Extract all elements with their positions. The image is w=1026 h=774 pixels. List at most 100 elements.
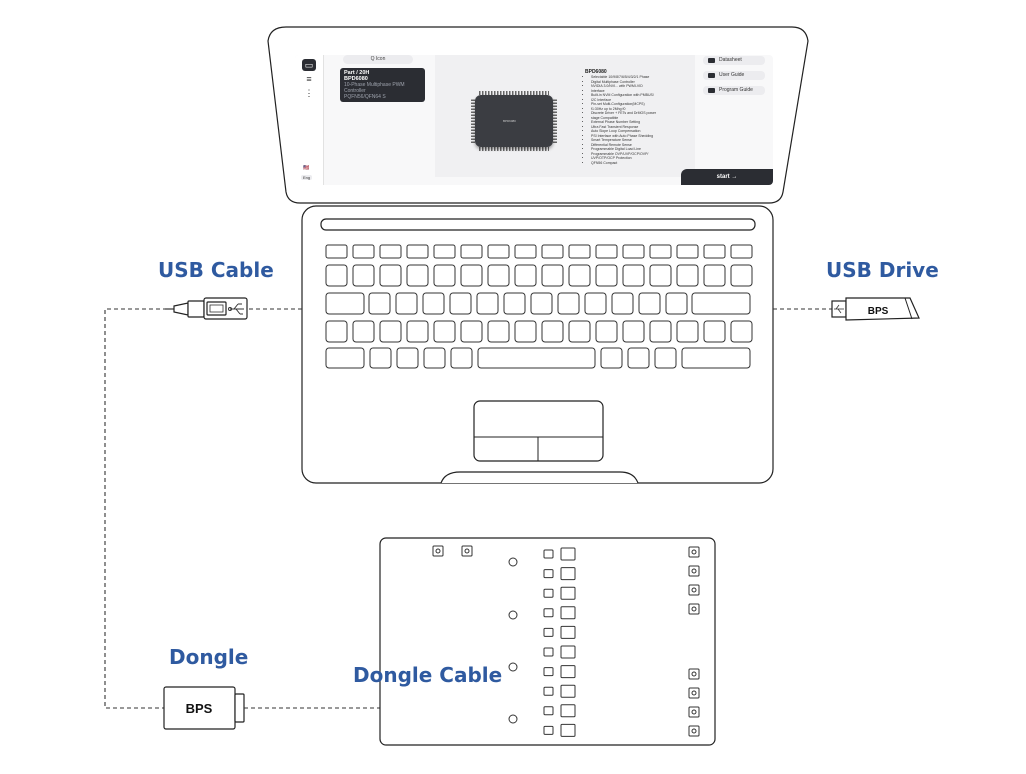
key	[514, 320, 537, 343]
usb-drive-label: USB Drive	[826, 258, 939, 282]
key	[568, 264, 591, 287]
usb-trident-icon	[228, 303, 244, 315]
key	[433, 264, 456, 287]
key	[595, 320, 618, 343]
usb-cable-label: USB Cable	[158, 258, 274, 282]
tree-icon[interactable]: ⋮	[304, 88, 314, 98]
key	[676, 244, 699, 259]
part-pkg: PQFN56/QFN64 S	[344, 94, 386, 100]
pad-small	[543, 647, 554, 657]
monitor-icon[interactable]: ▭	[302, 59, 316, 71]
spec-item: Programmable Digital Load Line	[591, 147, 685, 152]
mount-hole	[508, 714, 518, 724]
pad-large	[560, 645, 576, 659]
speaker-bar	[320, 218, 756, 231]
pad-small	[543, 725, 554, 735]
spec-item: I2C Interface	[591, 98, 685, 103]
spec-item: Differential Remote Sense	[591, 143, 685, 148]
pad-small	[543, 569, 554, 579]
key	[368, 292, 391, 315]
flag-icon[interactable]: 🇺🇸	[303, 165, 310, 171]
key	[325, 264, 348, 287]
part-desc2: Controller	[344, 88, 366, 94]
chip-preview-panel: BPD6080	[435, 55, 695, 177]
key	[584, 292, 607, 315]
chip-pins-top	[479, 91, 549, 95]
spec-item: Selectable 10/9/8/7/6/5/4/3/2/1 Phase	[591, 75, 685, 80]
pad-large	[560, 567, 576, 581]
key	[622, 244, 645, 259]
key	[622, 320, 645, 343]
key	[450, 347, 473, 369]
usb-connector-icon	[165, 297, 248, 320]
user-guide-button[interactable]: User Guide	[703, 71, 765, 80]
key	[611, 292, 634, 315]
database-icon[interactable]: ≡	[306, 74, 312, 84]
datasheet-button[interactable]: Datasheet	[703, 56, 765, 65]
part-card[interactable]: Part / 20H BPD6080 10-Phase Multiphase P…	[340, 68, 425, 102]
chip-image: BPD6080	[475, 95, 553, 147]
key	[676, 264, 699, 287]
key	[406, 264, 429, 287]
program-guide-button[interactable]: Program Guide	[703, 86, 765, 95]
search-input[interactable]: Q Icon	[343, 55, 413, 64]
spec-item: Built-in NVM Configuration with PMBUS/	[591, 93, 685, 98]
test-point-hole	[464, 548, 470, 554]
test-point-hole	[691, 568, 697, 574]
key	[703, 264, 726, 287]
usb-cable-to-dongle	[104, 308, 174, 709]
document-icon	[708, 88, 715, 93]
mount-hole	[508, 610, 518, 620]
key	[379, 244, 402, 259]
spec-item: Ultra Fast Transient Response	[591, 125, 685, 130]
key	[595, 264, 618, 287]
pad-large	[560, 625, 576, 639]
key	[568, 244, 591, 259]
spec-item: Pin-set Multi-Configuration(MCPS)	[591, 102, 685, 107]
key	[423, 347, 446, 369]
key	[449, 292, 472, 315]
spec-item: f1:30Hz up to 2Mhg f0	[591, 107, 685, 112]
app-screen: ▭ ≡ ⋮ 🇺🇸 Eng Q Icon Part / 20H BPD6080 1…	[295, 55, 773, 185]
key	[352, 264, 375, 287]
key	[557, 292, 580, 315]
spec-item: stage Compatible	[591, 116, 685, 121]
key	[325, 244, 348, 259]
key	[665, 292, 688, 315]
key	[730, 320, 753, 343]
key	[654, 347, 677, 369]
chip-pins-bottom	[479, 147, 549, 151]
key	[600, 347, 623, 369]
key	[352, 320, 375, 343]
test-point-hole	[691, 709, 697, 715]
spec-item: UVP/OTP/OCP Protection	[591, 156, 685, 161]
key	[703, 320, 726, 343]
start-button[interactable]: start →	[681, 169, 773, 185]
key	[730, 264, 753, 287]
language-selector[interactable]: Eng	[301, 175, 313, 180]
key	[460, 320, 483, 343]
key	[541, 264, 564, 287]
key	[476, 292, 499, 315]
chip-mark: BPD6080	[503, 119, 516, 123]
pad-large	[560, 586, 576, 600]
pad-small	[543, 706, 554, 716]
program-guide-label: Program Guide	[719, 87, 753, 93]
test-point-hole	[691, 587, 697, 593]
user-guide-label: User Guide	[719, 72, 745, 78]
key	[541, 244, 564, 259]
spec-item: PSI Interface with Auto Phase Shedding	[591, 134, 685, 139]
key	[622, 264, 645, 287]
key	[649, 244, 672, 259]
key	[487, 244, 510, 259]
pad-large	[560, 723, 576, 737]
key	[627, 347, 650, 369]
spec-item: QFN56 Compact	[591, 161, 685, 166]
key	[433, 244, 456, 259]
key	[703, 244, 726, 259]
key	[406, 320, 429, 343]
mount-hole	[508, 662, 518, 672]
part-desc: 10-Phase Multiphase PWM	[344, 82, 405, 88]
part-model: BPD6080	[344, 76, 368, 82]
key	[433, 320, 456, 343]
